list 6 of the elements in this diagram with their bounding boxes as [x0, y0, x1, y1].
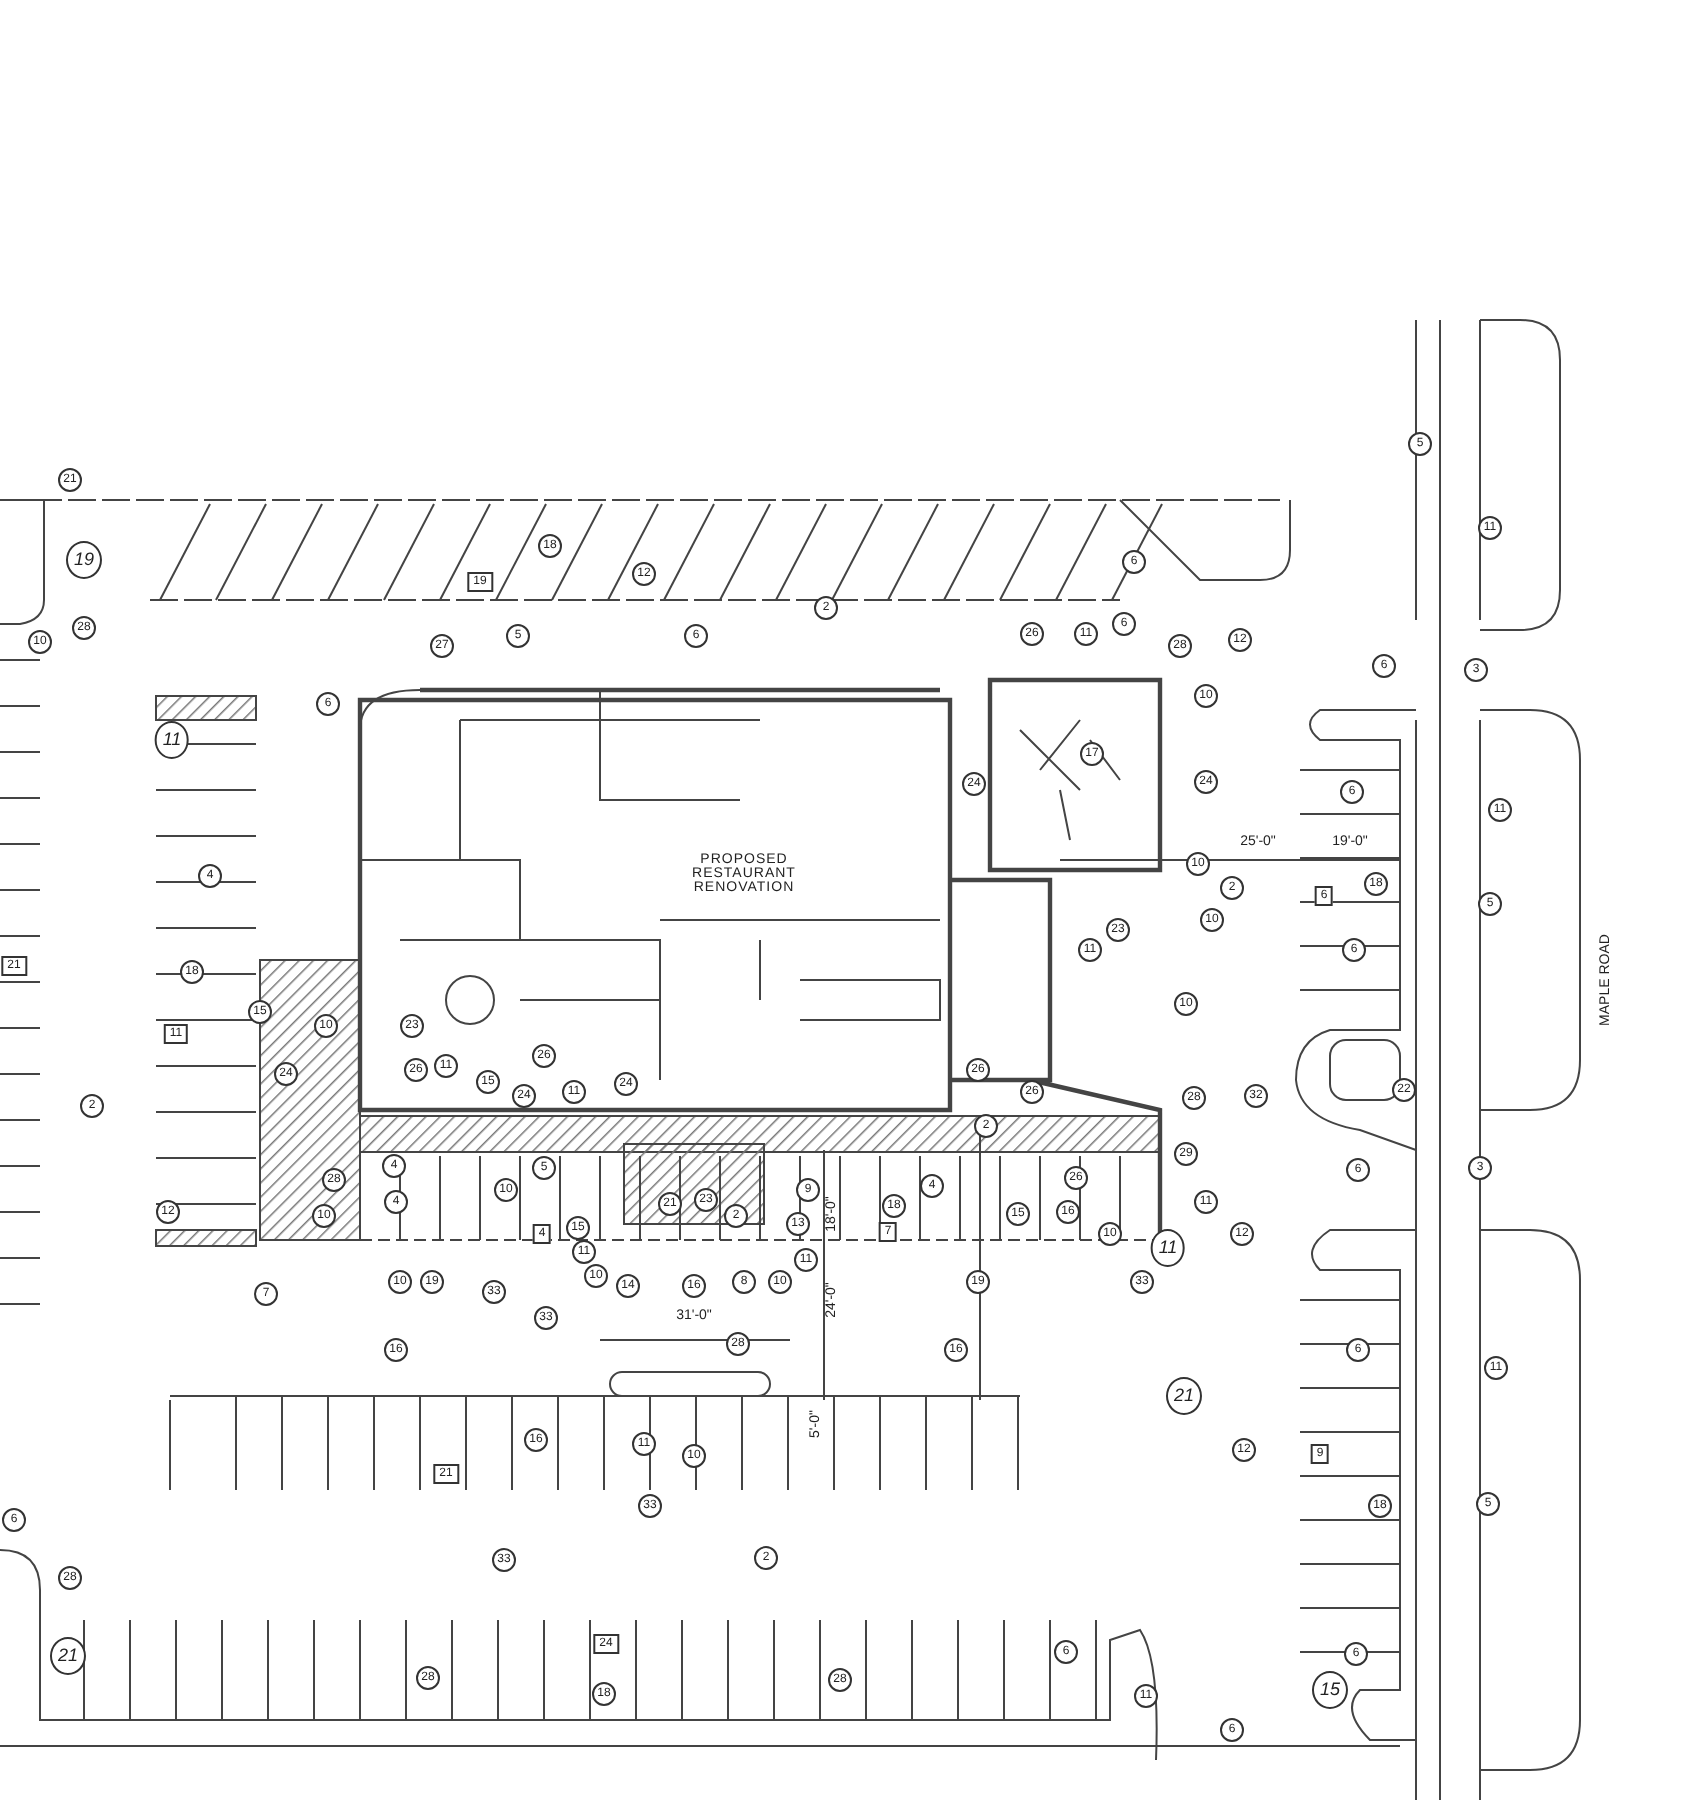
handwritten-note: 21 [50, 1637, 86, 1675]
handwritten-note: 11 [1150, 1229, 1186, 1267]
handwritten-note: 15 [1312, 1671, 1348, 1709]
handwritten-note: 19 [66, 541, 102, 579]
handwritten-note: 21 [1166, 1377, 1202, 1415]
handwritten-note: 11 [154, 721, 190, 759]
